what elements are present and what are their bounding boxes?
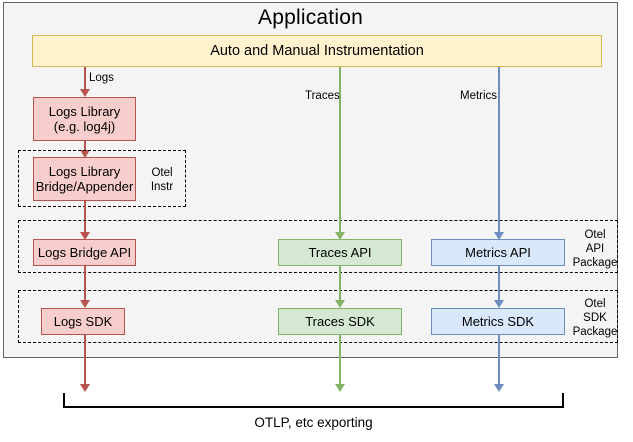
group-otel-api-label: Otel API Package xyxy=(571,228,619,270)
node-logs-bridge-line1: Logs Library xyxy=(48,164,121,179)
node-metrics-sdk: Metrics SDK xyxy=(431,308,565,335)
export-bracket-span xyxy=(63,406,564,408)
group-otel-api-line2: API xyxy=(585,243,605,255)
node-logs-library-label: Logs Library (e.g. log4j) xyxy=(49,104,121,134)
group-otel-sdk-package xyxy=(18,290,618,343)
group-otel-sdk-line2: SDK xyxy=(583,312,607,324)
export-bracket-left xyxy=(63,393,65,408)
logs-arrowhead-3 xyxy=(79,232,90,240)
logs-arrowhead-1 xyxy=(79,89,90,97)
metrics-flow-line-2 xyxy=(498,266,500,304)
logs-arrowhead-5 xyxy=(79,384,90,392)
metrics-arrowhead-1 xyxy=(493,232,504,240)
page-title: Application xyxy=(258,6,363,29)
traces-flow-line-2 xyxy=(339,266,341,304)
metrics-arrowhead-2 xyxy=(493,300,504,308)
logs-arrowhead-4 xyxy=(79,300,90,308)
group-otel-instr-line1: Otel xyxy=(151,167,173,179)
node-logs-sdk: Logs SDK xyxy=(41,308,125,335)
node-logs-library-bridge-appender: Logs Library Bridge/Appender xyxy=(33,157,136,201)
traces-flow-line-1 xyxy=(339,67,341,235)
logs-arrowhead-2 xyxy=(79,150,90,158)
group-otel-api-package xyxy=(18,220,618,273)
group-otel-sdk-line1: Otel xyxy=(584,298,606,310)
node-metrics-api: Metrics API xyxy=(431,239,565,266)
node-logs-library-line2: (e.g. log4j) xyxy=(53,119,116,134)
traces-arrowhead-1 xyxy=(334,232,345,240)
logs-flow-line-1 xyxy=(84,67,86,91)
group-otel-instr-label: Otel Instr xyxy=(140,166,184,194)
node-logs-library-line1: Logs Library xyxy=(48,104,121,119)
node-traces-sdk: Traces SDK xyxy=(278,308,402,335)
group-otel-sdk-line3: Package xyxy=(572,326,618,338)
logs-flow-line-5 xyxy=(84,335,86,388)
traces-flow-line-3 xyxy=(339,335,341,388)
group-otel-api-line3: Package xyxy=(572,257,618,269)
group-otel-instr-line2: Instr xyxy=(150,181,174,193)
metrics-flow-line-3 xyxy=(498,335,500,388)
group-otel-api-line1: Otel xyxy=(584,229,606,241)
traces-arrowhead-2 xyxy=(334,300,345,308)
instrumentation-label: Auto and Manual Instrumentation xyxy=(210,43,424,59)
group-otel-instr xyxy=(18,150,186,207)
traces-flow-label: Traces xyxy=(305,90,340,102)
logs-flow-label: Logs xyxy=(89,72,114,84)
export-bracket-right xyxy=(562,393,564,408)
group-otel-sdk-label: Otel SDK Package xyxy=(571,297,619,339)
node-logs-bridge-label: Logs Library Bridge/Appender xyxy=(36,164,134,194)
logs-flow-line-4 xyxy=(84,266,86,304)
node-traces-api: Traces API xyxy=(278,239,402,266)
traces-arrowhead-3 xyxy=(334,384,345,392)
node-logs-bridge-api: Logs Bridge API xyxy=(33,239,136,266)
logs-flow-line-3 xyxy=(84,201,86,235)
node-logs-library: Logs Library (e.g. log4j) xyxy=(33,97,136,141)
logs-flow-line-2 xyxy=(84,141,86,153)
export-label: OTLP, etc exporting xyxy=(254,415,373,430)
metrics-arrowhead-3 xyxy=(493,384,504,392)
node-logs-bridge-line2: Bridge/Appender xyxy=(35,179,134,194)
metrics-flow-label: Metrics xyxy=(460,90,498,102)
instrumentation-bar: Auto and Manual Instrumentation xyxy=(32,35,602,67)
metrics-flow-line-1 xyxy=(498,67,500,235)
